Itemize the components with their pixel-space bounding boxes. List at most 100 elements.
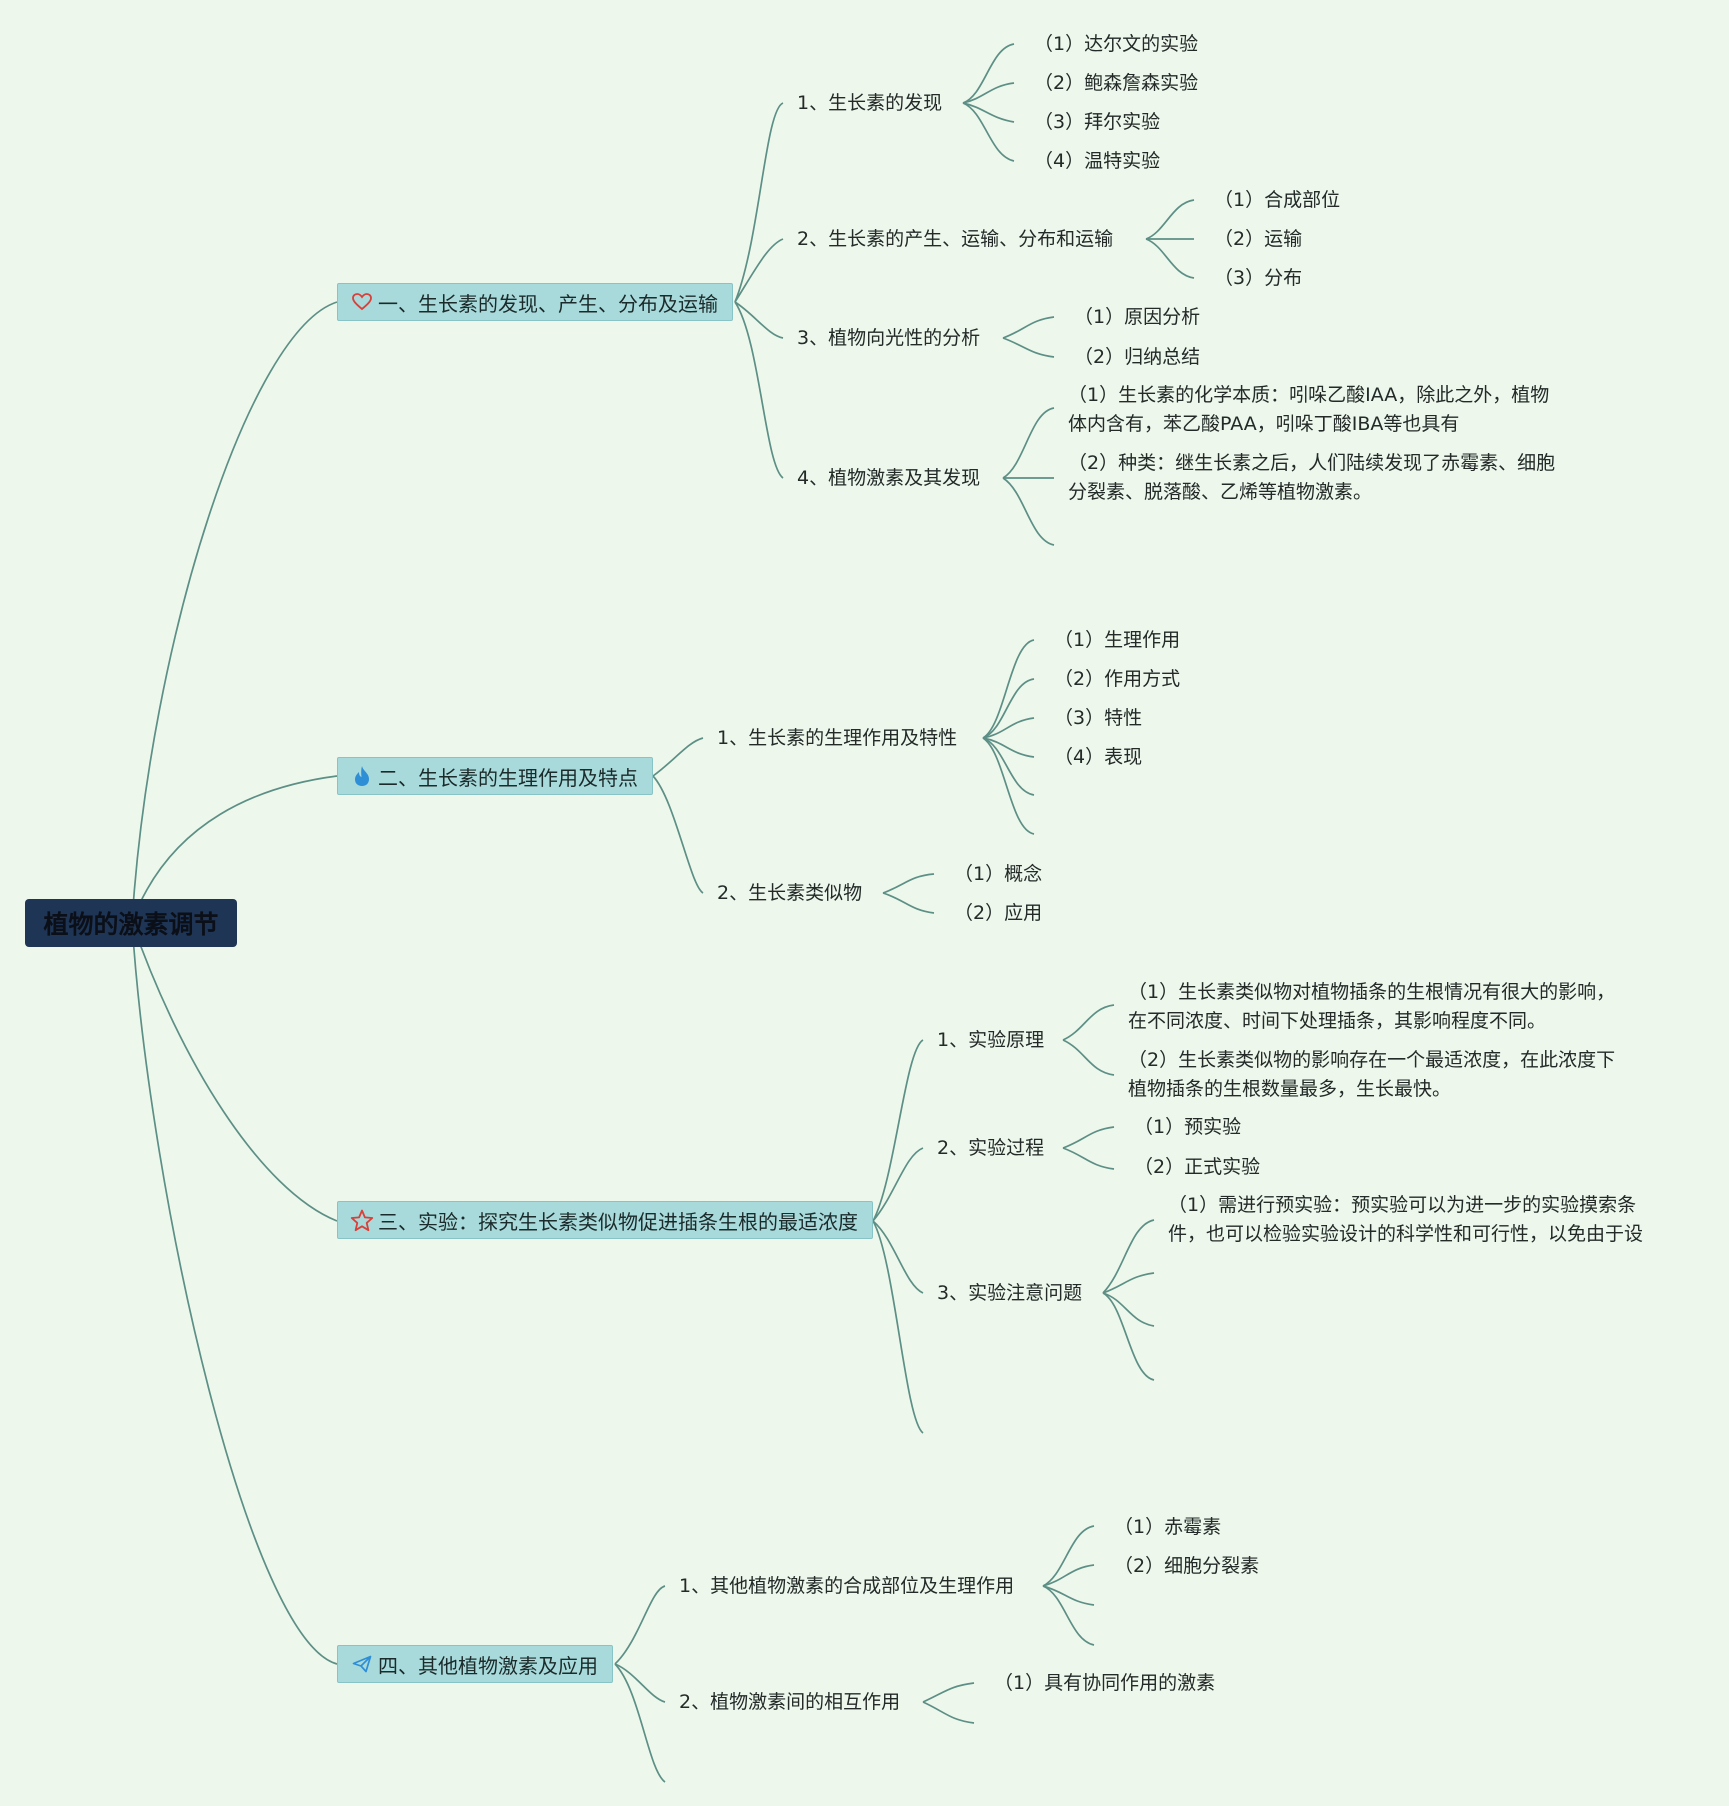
connector-b3s3-l1 xyxy=(1102,1219,1155,1294)
connector-b2s1-l3 xyxy=(982,717,1035,739)
b4-sub-1[interactable]: 1、其他植物激素的合成部位及生理作用 xyxy=(679,1575,1015,1597)
connector-b2s1-l1 xyxy=(982,639,1035,739)
b1-sub-1[interactable]: 1、生长素的发现 xyxy=(797,92,943,114)
connector-b2s1-l2 xyxy=(982,678,1035,739)
b1-s2-leaf-3[interactable]: （3）分布 xyxy=(1214,267,1303,289)
connector-b2-s2 xyxy=(652,775,704,894)
connector-b3s2-l1 xyxy=(1062,1126,1115,1149)
connector-b1s3-l2 xyxy=(1002,337,1055,358)
connector-b3s3-l4 xyxy=(1102,1292,1155,1381)
connector-b3-s2 xyxy=(872,1147,924,1222)
connector-b3-s4 xyxy=(872,1220,924,1434)
b1-s1-leaf-3[interactable]: （3）拜尔实验 xyxy=(1034,111,1161,133)
b3-s1-leaf-2[interactable]: （2）生长素类似物的影响存在一个最适浓度，在此浓度下植物插条的生根数量最多，生长… xyxy=(1128,1049,1616,1100)
b1-s1-leaf-4[interactable]: （4）温特实验 xyxy=(1034,150,1161,172)
root-topic[interactable]: 植物的激素调节 xyxy=(25,899,237,947)
connector-b1s1-l2 xyxy=(962,82,1015,104)
connector-b4s2-l2 xyxy=(922,1701,975,1724)
connector-b4s1-l4 xyxy=(1042,1585,1095,1646)
branch-1[interactable]: 一、生长素的发现、产生、分布及运输 xyxy=(337,283,733,321)
b1-s4-leaf-2[interactable]: （2）种类：继生长素之后，人们陆续发现了赤霉素、细胞分裂素、脱落酸、乙烯等植物激… xyxy=(1068,452,1556,503)
connector-b1s4-l1 xyxy=(1002,407,1055,479)
connector-b2s1-l5 xyxy=(982,737,1035,796)
root-topic-label: 植物的激素调节 xyxy=(43,910,219,939)
b4-sub-2[interactable]: 2、植物激素间的相互作用 xyxy=(679,1691,901,1713)
connector-b1-s4 xyxy=(734,301,784,479)
b2-s1-leaf-1[interactable]: （1）生理作用 xyxy=(1054,629,1181,651)
connector-b3-s1 xyxy=(872,1039,924,1222)
branch-2-label: 二、生长素的生理作用及特点 xyxy=(378,765,638,790)
connector-b1s4-l3 xyxy=(1002,477,1055,546)
b4-s1-leaf-1[interactable]: （1）赤霉素 xyxy=(1114,1516,1222,1538)
connector-b3s1-l2 xyxy=(1062,1039,1115,1076)
connector-b4s1-l1 xyxy=(1042,1525,1095,1587)
connector-b3s3-l2 xyxy=(1102,1272,1155,1294)
b3-sub-1[interactable]: 1、实验原理 xyxy=(937,1029,1045,1051)
b1-s4-leaf-1[interactable]: （1）生长素的化学本质：吲哚乙酸IAA，除此之外，植物体内含有，苯乙酸PAA，吲… xyxy=(1068,384,1550,435)
connector-b4-s1 xyxy=(614,1585,666,1665)
b3-s2-leaf-2[interactable]: （2）正式实验 xyxy=(1134,1156,1261,1178)
b2-sub-2[interactable]: 2、生长素类似物 xyxy=(717,882,863,904)
b3-s1-leaf-1[interactable]: （1）生长素类似物对植物插条的生根情况有很大的影响，在不同浓度、时间下处理插条，… xyxy=(1128,981,1616,1032)
connector-b1s2-l3 xyxy=(1145,238,1195,279)
connector-b3-s3 xyxy=(872,1220,924,1294)
connector-root-b4 xyxy=(131,921,338,1665)
connector-root-b1 xyxy=(131,301,338,923)
b3-sub-3[interactable]: 3、实验注意问题 xyxy=(937,1282,1083,1304)
heart-icon xyxy=(350,290,374,314)
b2-s1-leaf-2[interactable]: （2）作用方式 xyxy=(1054,668,1181,690)
b4-s2-leaf-1[interactable]: （1）具有协同作用的激素 xyxy=(994,1672,1216,1694)
branch-1-label: 一、生长素的发现、产生、分布及运输 xyxy=(378,291,718,316)
connector-b1s1-l1 xyxy=(962,43,1015,104)
connector-b3s3-l3 xyxy=(1102,1292,1155,1327)
b2-s1-leaf-4[interactable]: （4）表现 xyxy=(1054,746,1143,768)
connector-b4-s2 xyxy=(614,1663,666,1703)
b1-s2-leaf-2[interactable]: （2）运输 xyxy=(1214,228,1303,250)
b1-s1-leaf-2[interactable]: （2）鲍森詹森实验 xyxy=(1034,72,1199,94)
b1-s2-leaf-1[interactable]: （1）合成部位 xyxy=(1214,189,1341,211)
connector-b1s1-l3 xyxy=(962,102,1015,123)
b2-s2-leaf-2[interactable]: （2）应用 xyxy=(954,902,1043,924)
b3-s2-leaf-1[interactable]: （1）预实验 xyxy=(1134,1116,1242,1138)
branch-3-label: 三、实验：探究生长素类似物促进插条生根的最适浓度 xyxy=(378,1209,858,1234)
connector-b4s2-l1 xyxy=(922,1682,975,1703)
connector-b2s2-l1 xyxy=(882,873,935,894)
connector-b4-s3 xyxy=(614,1663,666,1783)
b2-s2-leaf-1[interactable]: （1）概念 xyxy=(954,863,1043,885)
b1-s3-leaf-2[interactable]: （2）归纳总结 xyxy=(1074,346,1201,368)
connector-b4s1-l3 xyxy=(1042,1585,1095,1606)
connector-b1s3-l1 xyxy=(1002,316,1055,339)
branch-4[interactable]: 四、其他植物激素及应用 xyxy=(337,1645,613,1683)
paper-plane-icon xyxy=(350,1652,374,1676)
b3-s3-leaf-1[interactable]: （1）需进行预实验：预实验可以为进一步的实验摸索条件，也可以检验实验设计的科学性… xyxy=(1168,1194,1644,1245)
connector-b3s1-l1 xyxy=(1062,1004,1115,1041)
b1-sub-4[interactable]: 4、植物激素及其发现 xyxy=(797,467,981,489)
connector-b2s2-l2 xyxy=(882,892,935,914)
star-icon xyxy=(350,1208,374,1232)
branch-4-label: 四、其他植物激素及应用 xyxy=(378,1653,598,1678)
connector-b1-s1 xyxy=(734,102,784,303)
branch-2[interactable]: 二、生长素的生理作用及特点 xyxy=(337,757,653,795)
b2-s1-leaf-3[interactable]: （3）特性 xyxy=(1054,707,1143,729)
b2-sub-1[interactable]: 1、生长素的生理作用及特性 xyxy=(717,727,958,749)
connector-b1s2-l1 xyxy=(1145,199,1195,240)
connector-b1s1-l4 xyxy=(962,102,1015,162)
connector-b4s1-l2 xyxy=(1042,1564,1095,1587)
connector-b2s1-l4 xyxy=(982,737,1035,758)
b1-sub-2[interactable]: 2、生长素的产生、运输、分布和运输 xyxy=(797,228,1114,250)
connector-b3s2-l2 xyxy=(1062,1147,1115,1170)
b4-s1-leaf-2[interactable]: （2）细胞分裂素 xyxy=(1114,1555,1260,1577)
b1-sub-3[interactable]: 3、植物向光性的分析 xyxy=(797,327,981,349)
connector-b1-s2 xyxy=(734,238,784,303)
b1-s1-leaf-1[interactable]: （1）达尔文的实验 xyxy=(1034,33,1199,55)
b1-s3-leaf-1[interactable]: （1）原因分析 xyxy=(1074,306,1201,328)
connector-b1-s3 xyxy=(734,301,784,339)
branch-3[interactable]: 三、实验：探究生长素类似物促进插条生根的最适浓度 xyxy=(337,1201,873,1239)
b3-sub-2[interactable]: 2、实验过程 xyxy=(937,1137,1045,1159)
connector-b2s1-l6 xyxy=(982,737,1035,835)
connector-b2-s1 xyxy=(652,737,704,777)
connector-root-b2 xyxy=(131,775,338,923)
flame-icon xyxy=(350,764,374,788)
connector-root-b3 xyxy=(131,921,338,1222)
